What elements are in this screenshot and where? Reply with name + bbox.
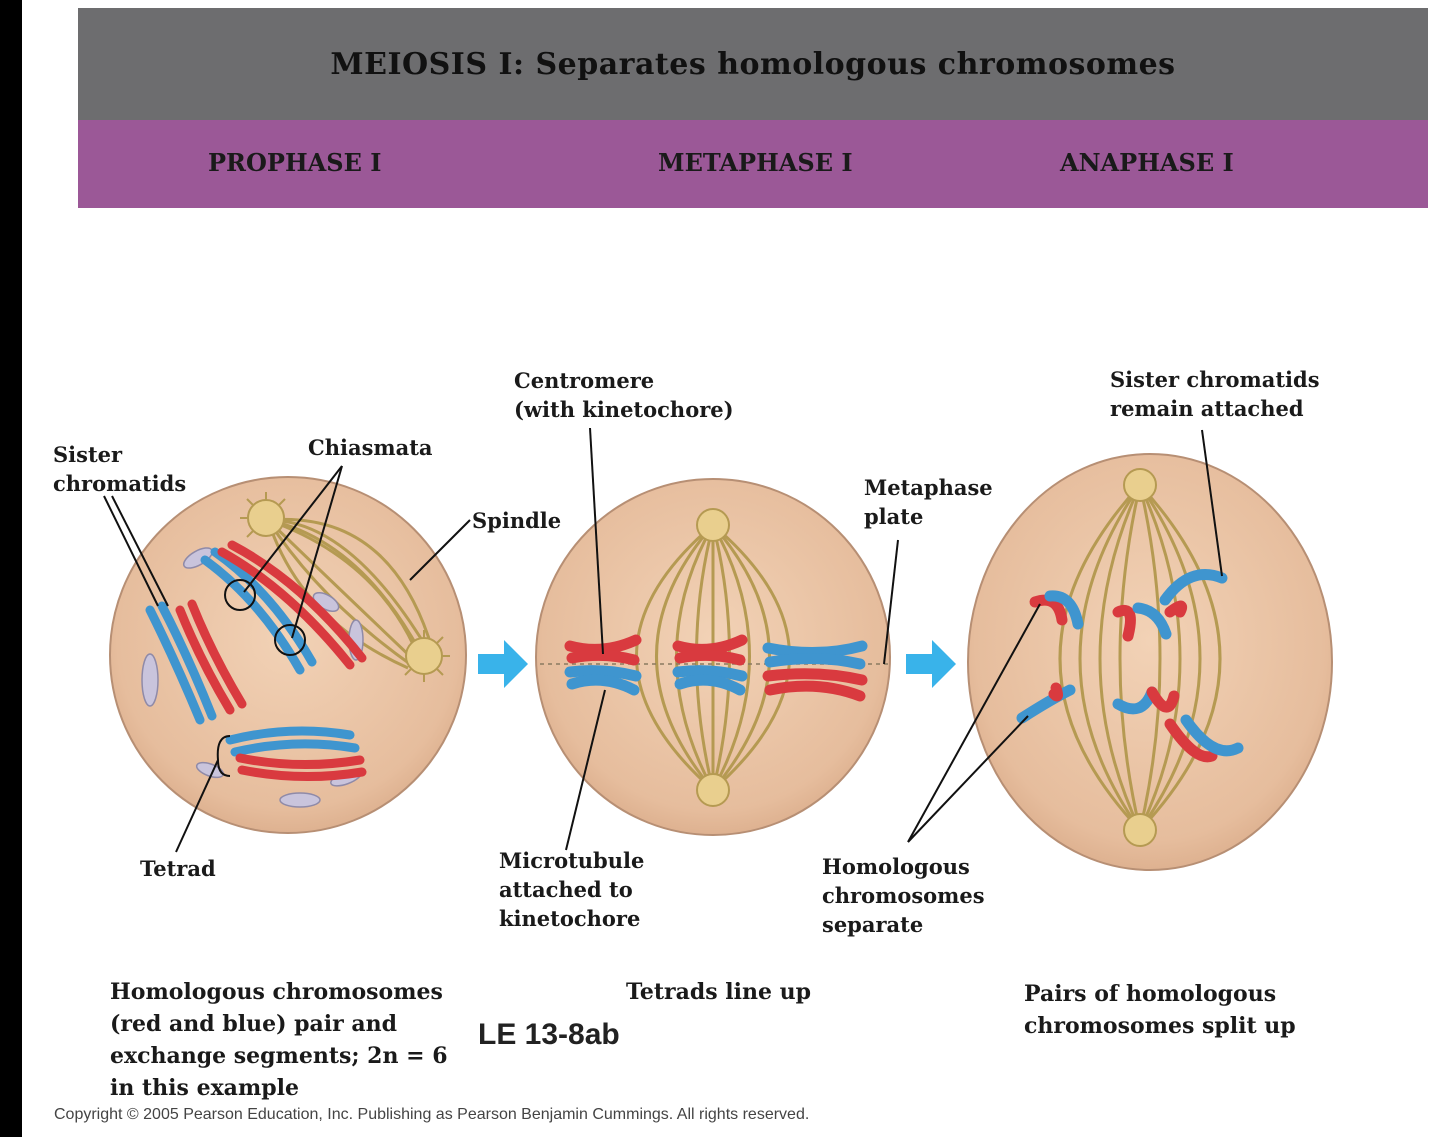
anaphase-cell xyxy=(967,453,1333,871)
pointer-lines xyxy=(103,427,1223,853)
left-edge-bar xyxy=(0,0,22,1137)
header-bar: MEIOSIS I: Separates homologous chromoso… xyxy=(78,8,1428,120)
label-tetrad: Tetrad xyxy=(140,856,216,881)
anaphase-centrosome-bottom xyxy=(1123,813,1157,847)
figure-id: LE 13-8ab xyxy=(478,1018,620,1051)
arrow-metaphase-to-anaphase xyxy=(906,640,956,688)
prophase-chromosomes xyxy=(145,540,367,782)
metaphase-tetrad-center xyxy=(672,634,748,696)
anaphase-spindle xyxy=(1058,483,1222,832)
phase-metaphase-label: METAPHASE I xyxy=(658,148,853,177)
anaphase-chromosomes-lower xyxy=(1016,682,1244,763)
label-spindle: Spindle xyxy=(472,508,562,533)
caption-prophase: Homologous chromosomes (red and blue) pa… xyxy=(110,979,448,1101)
phase-bar: PROPHASE I METAPHASE I ANAPHASE I xyxy=(78,120,1428,208)
metaphase-tetrad-right xyxy=(762,640,868,702)
label-centromere: Centromere (with kinetochore) xyxy=(514,368,734,422)
metaphase-centrosome-bottom xyxy=(696,773,730,807)
label-chiasmata: Chiasmata xyxy=(308,435,433,460)
metaphase-centrosome-top xyxy=(696,508,730,542)
phase-anaphase-label: ANAPHASE I xyxy=(1060,148,1234,177)
phase-prophase-label: PROPHASE I xyxy=(208,148,382,177)
label-sister-chromatids: Sister chromatids xyxy=(53,442,187,496)
caption-anaphase: Pairs of homologous chromosomes split up xyxy=(1024,981,1296,1039)
caption-metaphase: Tetrads line up xyxy=(626,979,812,1005)
anaphase-centrosome-top xyxy=(1123,468,1157,502)
anaphase-chromosomes-upper xyxy=(1029,569,1228,642)
copyright-notice: Copyright © 2005 Pearson Education, Inc.… xyxy=(54,1106,810,1123)
prophase-centrosome-bottom xyxy=(404,630,450,682)
label-metaphase-plate: Metaphase plate xyxy=(864,475,993,529)
label-microtubule: Microtubule attached to kinetochore xyxy=(499,848,645,931)
label-sister-chromatids-attached: Sister chromatids remain attached xyxy=(1110,367,1320,421)
arrow-prophase-to-metaphase xyxy=(478,640,528,688)
prophase-centrosome-top xyxy=(240,492,286,538)
header-title: MEIOSIS I: Separates homologous chromoso… xyxy=(330,46,1176,82)
label-homologous-separate: Homologous chromosomes separate xyxy=(822,854,985,937)
